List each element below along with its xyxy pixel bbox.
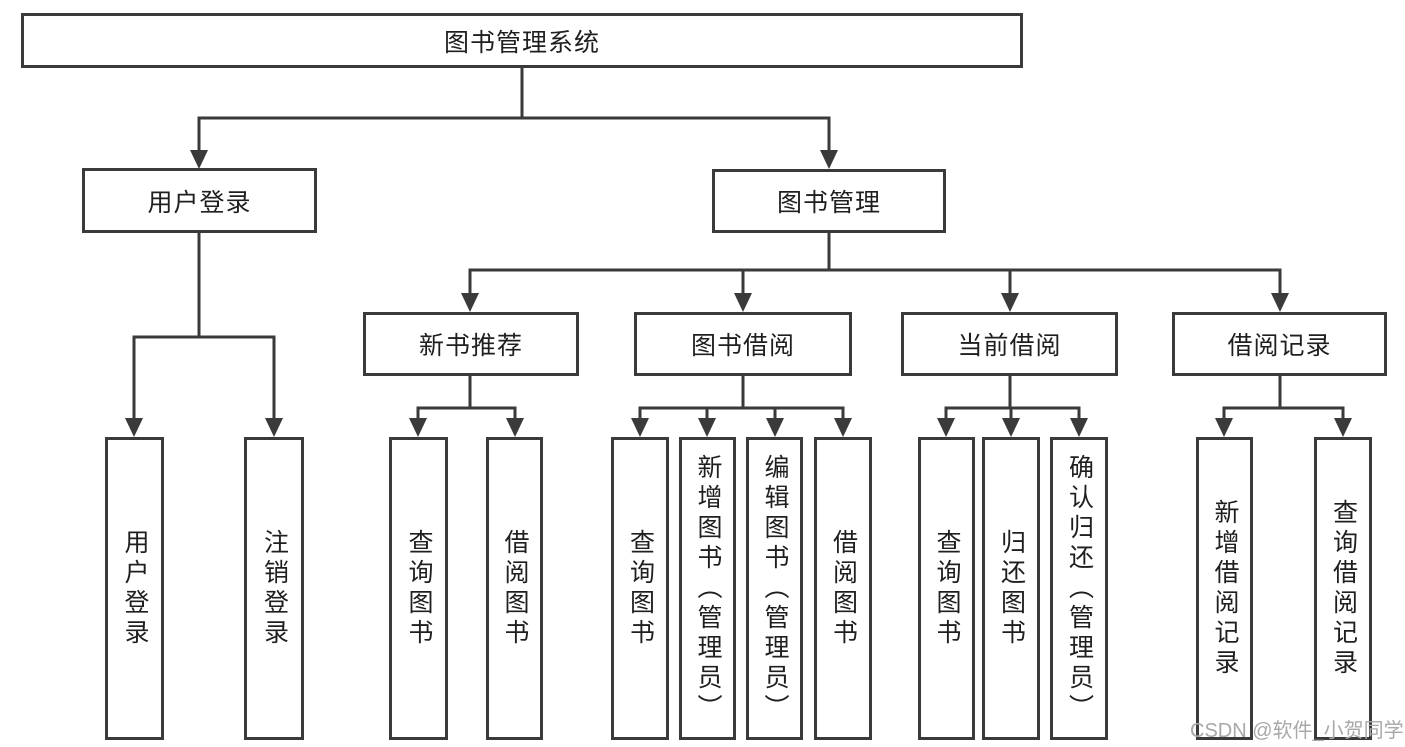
leaf-records-query-record: 查询借阅记录 bbox=[1314, 437, 1372, 740]
arrowhead-icon bbox=[766, 418, 784, 437]
arrowhead-icon bbox=[937, 418, 955, 437]
arrowhead-icon bbox=[190, 150, 208, 169]
leaf-label: 查询图书 bbox=[626, 528, 655, 649]
connector-login-to-leaves bbox=[125, 233, 283, 437]
leaf-label: 新增借阅记录 bbox=[1211, 498, 1239, 679]
node-user-login: 用户登录 bbox=[82, 168, 317, 233]
node-current-borrow: 当前借阅 bbox=[901, 312, 1118, 376]
arrowhead-icon bbox=[1215, 418, 1233, 437]
connector-current-to-leaves bbox=[937, 376, 1088, 437]
leaf-borrow-query-books: 查询图书 bbox=[611, 437, 669, 740]
leaf-recommend-query-books: 查询图书 bbox=[389, 437, 448, 740]
leaf-label: 查询借阅记录 bbox=[1329, 498, 1358, 679]
arrowhead-icon bbox=[1002, 418, 1020, 437]
arrowhead-icon bbox=[1001, 293, 1019, 312]
connector-manage-to-level3 bbox=[461, 233, 1289, 312]
leaf-current-query-books: 查询图书 bbox=[918, 437, 975, 740]
arrowhead-icon bbox=[734, 293, 752, 312]
arrowhead-icon bbox=[698, 418, 716, 437]
leaf-label: 借阅图书 bbox=[501, 528, 529, 649]
connector-recommend-to-leaves bbox=[409, 376, 524, 437]
connector-borrow-to-leaves bbox=[631, 376, 852, 437]
leaf-label: 查询图书 bbox=[933, 528, 961, 649]
leaf-label: 借阅图书 bbox=[829, 528, 858, 649]
leaf-current-confirm-return-admin: 确认归还（管理员） bbox=[1050, 437, 1108, 740]
connector-line bbox=[416, 376, 517, 421]
leaf-records-add-record: 新增借阅记录 bbox=[1196, 437, 1253, 740]
csdn-watermark: CSDN @软件_小贺同学 bbox=[1190, 720, 1404, 742]
node-book-management: 图书管理 bbox=[712, 169, 946, 233]
arrowhead-icon bbox=[506, 418, 524, 437]
node-borrow-records: 借阅记录 bbox=[1172, 312, 1387, 376]
arrowhead-icon bbox=[834, 418, 852, 437]
connector-line bbox=[468, 233, 1282, 295]
node-new-book-recommend: 新书推荐 bbox=[363, 312, 579, 376]
leaf-recommend-borrow-books: 借阅图书 bbox=[486, 437, 543, 740]
connector-line bbox=[1222, 376, 1345, 421]
arrowhead-icon bbox=[125, 418, 143, 437]
arrowhead-icon bbox=[265, 418, 283, 437]
leaf-label: 编辑图书（管理员） bbox=[761, 453, 789, 724]
connector-line bbox=[132, 233, 276, 420]
leaf-borrow-edit-books-admin: 编辑图书（管理员） bbox=[746, 437, 803, 740]
leaf-label: 查询图书 bbox=[405, 528, 433, 649]
leaf-label: 注销登录 bbox=[260, 528, 289, 649]
arrowhead-icon bbox=[1271, 293, 1289, 312]
leaf-label: 归还图书 bbox=[997, 528, 1026, 649]
connector-records-to-leaves bbox=[1215, 376, 1352, 437]
arrowhead-icon bbox=[1070, 418, 1088, 437]
arrowhead-icon bbox=[461, 293, 479, 312]
arrowhead-icon bbox=[631, 418, 649, 437]
node-book-borrow: 图书借阅 bbox=[634, 312, 852, 376]
connector-line bbox=[197, 68, 831, 152]
leaf-label: 新增图书（管理员） bbox=[694, 453, 722, 724]
connector-root-to-level2 bbox=[190, 68, 838, 169]
leaf-label: 确认归还（管理员） bbox=[1065, 453, 1094, 724]
leaf-current-return-books: 归还图书 bbox=[982, 437, 1040, 740]
arrowhead-icon bbox=[409, 418, 427, 437]
leaf-logout-login: 注销登录 bbox=[244, 437, 304, 740]
arrowhead-icon bbox=[820, 150, 838, 169]
leaf-borrow-add-books-admin: 新增图书（管理员） bbox=[679, 437, 736, 740]
leaf-user-login: 用户登录 bbox=[105, 437, 164, 740]
node-library-system: 图书管理系统 bbox=[21, 13, 1023, 68]
arrowhead-icon bbox=[1334, 418, 1352, 437]
leaf-borrow-borrow-books: 借阅图书 bbox=[814, 437, 872, 740]
connector-line bbox=[638, 376, 845, 421]
leaf-label: 用户登录 bbox=[121, 528, 149, 649]
connector-line bbox=[944, 376, 1081, 421]
